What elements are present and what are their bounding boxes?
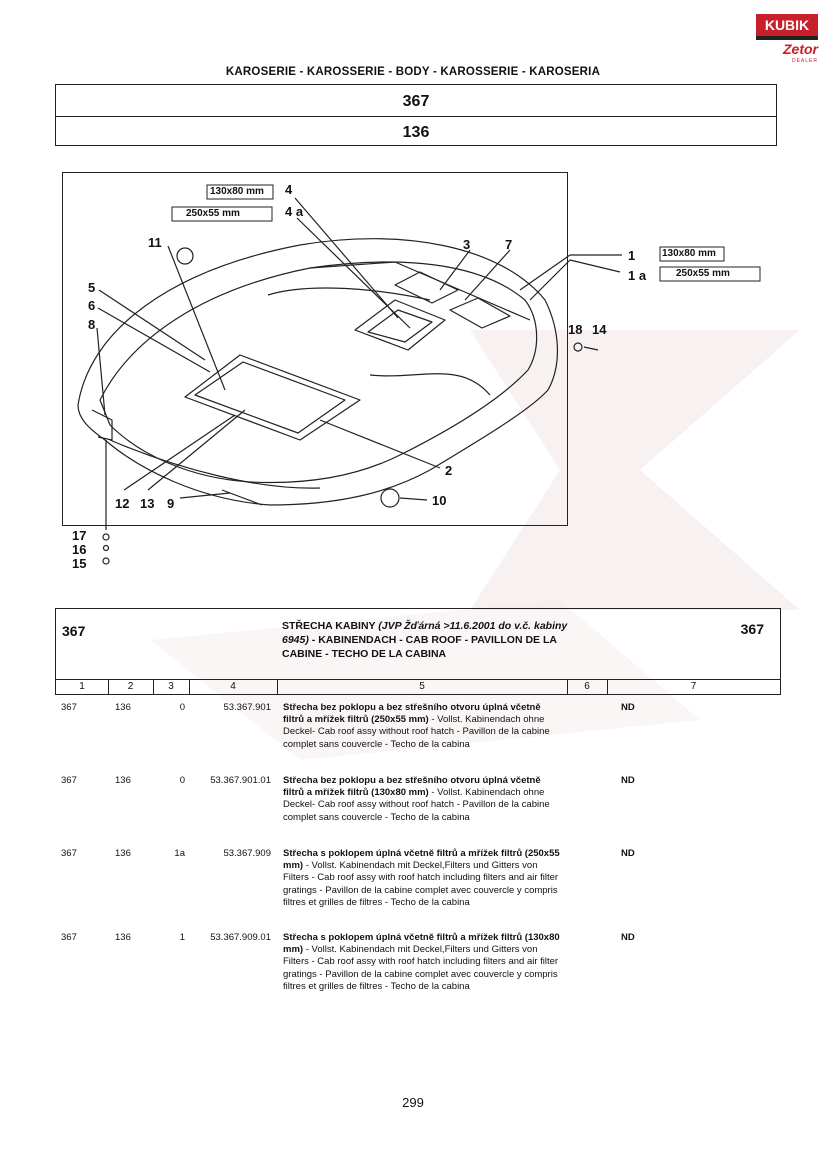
col-header-4: 4 (230, 681, 236, 692)
cell-description: Střecha s poklopem úplná včetně filtrů a… (283, 848, 561, 909)
desc-rest: - Vollst. Kabinendach ohne Deckel- Cab r… (283, 787, 550, 823)
page-number: 299 (402, 1095, 424, 1110)
desc-rest: - Vollst. Kabinendach mit Deckel,Filters… (283, 860, 559, 908)
callout-9: 9 (167, 496, 175, 511)
cell-description: Střecha bez poklopu a bez střešního otvo… (283, 702, 561, 751)
size-label-130x80-right: 130x80 mm (662, 248, 716, 259)
parts-list: 367 136 0 53.367.901 Střecha bez poklopu… (55, 702, 779, 1016)
cell-part-number: 53.367.901 (223, 702, 271, 713)
cell-part-number: 53.367.901.01 (210, 775, 271, 786)
cell-description: Střecha bez poklopu a bez střešního otvo… (283, 775, 561, 824)
cell-subgroup: 136 (115, 775, 131, 786)
kubik-zetor-logo: KUBIK Zetor DEALER (756, 14, 818, 66)
section-header-table: 367 367 STŘECHA KABINY (JVP Žďárná >11.6… (55, 608, 781, 695)
col-divider (277, 680, 278, 694)
cell-part-number: 53.367.909.01 (210, 932, 271, 943)
cell-position: 1a (174, 848, 185, 859)
cell-group: 367 (61, 775, 77, 786)
col-header-6: 6 (584, 681, 590, 692)
col-divider (607, 680, 608, 694)
callout-2: 2 (445, 463, 453, 478)
section-desc-main: STŘECHA KABINY (282, 620, 379, 632)
cell-subgroup: 136 (115, 932, 131, 943)
section-number-left: 367 (62, 623, 86, 639)
table-row: 367 136 0 53.367.901 Střecha bez poklopu… (55, 702, 779, 775)
cell-position: 0 (179, 775, 185, 786)
group-box: 367 136 (55, 84, 777, 146)
callout-16: 16 (72, 542, 87, 557)
desc-bold: Střecha bez poklopu a bez střešního otvo… (283, 775, 541, 799)
col-header-1: 1 (79, 681, 85, 692)
cell-description: Střecha s poklopem úplná včetně filtrů a… (283, 932, 561, 993)
callout-5: 5 (88, 280, 96, 295)
section-desc-italic: (JVP Žďárná >11.6.2001 do v.č. kabiny 69… (282, 620, 568, 646)
col-divider (189, 680, 190, 694)
cell-subgroup: 136 (115, 702, 131, 713)
cell-group: 367 (61, 932, 77, 943)
cell-status: ND (621, 932, 635, 943)
cell-status: ND (621, 775, 635, 786)
cab-roof-diagram (77, 184, 761, 565)
group-divider (56, 116, 776, 117)
section-number-right: 367 (740, 621, 764, 637)
group-main-number: 367 (402, 93, 430, 110)
cell-part-number: 53.367.909 (223, 848, 271, 859)
cell-group: 367 (61, 848, 77, 859)
exploded-diagram-frame (62, 172, 568, 526)
desc-rest: - Vollst. Kabinendach ohne Deckel- Cab r… (283, 714, 550, 750)
callout-13: 13 (140, 496, 155, 511)
callout-1a: 1 a (628, 268, 647, 283)
col-header-2: 2 (127, 681, 134, 692)
size-label-250x55-right: 250x55 mm (676, 268, 730, 279)
col-divider (153, 680, 154, 694)
callout-17: 17 (72, 528, 87, 543)
cell-position: 0 (179, 702, 185, 713)
callout-15: 15 (72, 556, 87, 571)
col-header-3: 3 (168, 681, 174, 692)
group-sub-number: 136 (402, 124, 430, 141)
section-description: STŘECHA KABINY (JVP Žďárná >11.6.2001 do… (282, 619, 572, 661)
cell-group: 367 (61, 702, 77, 713)
page-header-title: KAROSERIE - KAROSSERIE - BODY - KAROSSER… (225, 66, 601, 78)
callout-7: 7 (505, 237, 513, 252)
desc-bold: Střecha bez poklopu a bez střešního otvo… (283, 702, 541, 726)
logo-kubik-text: KUBIK (756, 14, 818, 36)
callout-11: 11 (148, 235, 162, 250)
callout-6: 6 (88, 298, 96, 313)
cell-subgroup: 136 (115, 848, 131, 859)
callout-3: 3 (463, 237, 471, 252)
table-row: 367 136 1a 53.367.909 Střecha s poklopem… (55, 848, 779, 932)
callout-8: 8 (88, 317, 96, 332)
desc-bold: Střecha s poklopem úplná včetně filtrů a… (283, 932, 560, 956)
size-label-250x55-left: 250x55 mm (186, 208, 240, 219)
cell-position: 1 (179, 932, 185, 943)
logo-dealer-text: DEALER (791, 58, 818, 64)
callout-14: 14 (592, 322, 607, 337)
callout-1: 1 (628, 248, 636, 263)
desc-bold: Střecha s poklopem úplná včetně filtrů a… (283, 848, 560, 872)
table-row: 367 136 0 53.367.901.01 Střecha bez pokl… (55, 775, 779, 848)
logo-bar (756, 36, 818, 40)
logo-zetor-text: Zetor (783, 41, 818, 57)
callout-4: 4 (285, 182, 293, 197)
section-desc-rest: - KABINENDACH - CAB ROOF - PAVILLON DE L… (282, 634, 557, 660)
col-header-7: 7 (690, 681, 697, 692)
callout-4a: 4 a (285, 204, 304, 219)
cell-status: ND (621, 702, 635, 713)
column-header-row: 1 2 3 4 5 6 7 (56, 679, 780, 694)
col-divider (108, 680, 109, 694)
col-header-5: 5 (419, 681, 425, 692)
callout-10: 10 (432, 493, 447, 508)
size-label-130x80-left: 130x80 mm (210, 186, 264, 197)
callout-18: 18 (568, 322, 583, 337)
table-row: 367 136 1 53.367.909.01 Střecha s poklop… (55, 932, 779, 1016)
col-divider (567, 680, 568, 694)
cell-status: ND (621, 848, 635, 859)
callout-12: 12 (115, 496, 130, 511)
desc-rest: - Vollst. Kabinendach mit Deckel,Filters… (283, 944, 559, 992)
